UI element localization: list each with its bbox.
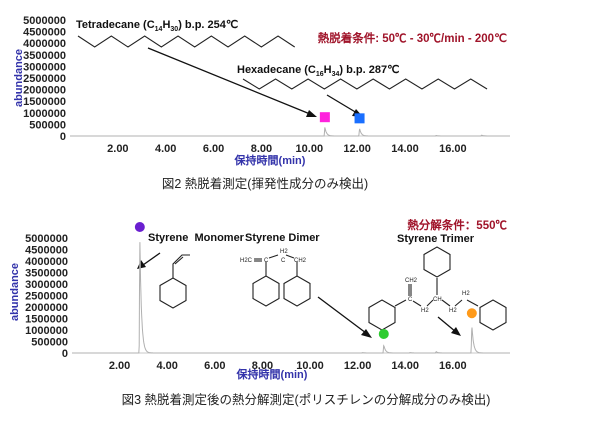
- arrow-to-tetradecane-peak: [147, 47, 317, 117]
- arrow-to-trimer-peak: [437, 316, 461, 336]
- y-axis-label: abundance: [13, 49, 25, 107]
- tetradecane-structure: [77, 35, 296, 48]
- chem-ch2: CH2: [294, 258, 307, 264]
- x-tick-label: 16.00: [439, 143, 467, 155]
- chem-ch: CH: [433, 297, 442, 303]
- y-tick-label: 3000000: [23, 61, 66, 73]
- hexadecane-label: Hexadecane (C16H34) b.p. 287℃: [237, 64, 399, 78]
- y-tick-label: 4000000: [23, 38, 66, 50]
- chem-h2: H2: [280, 249, 288, 255]
- y-tick-label: 500000: [31, 337, 68, 349]
- figure-caption: 図3 熱脱着測定後の熱分解測定(ポリスチレンの分解成分のみ検出): [122, 392, 491, 407]
- y-tick-label: 3000000: [25, 279, 68, 291]
- peak-marker: [466, 308, 477, 319]
- condition-text: 熱脱着条件: 50℃ - 30℃/min - 200℃: [318, 31, 507, 45]
- y-tick-label: 3500000: [25, 268, 68, 280]
- x-tick-label: 8.00: [251, 143, 272, 155]
- arrow-to-dimer-peak: [317, 296, 372, 338]
- peak-marker: [378, 328, 389, 339]
- hexadecane-structure: [242, 78, 488, 90]
- y-tick-label: 500000: [29, 119, 66, 131]
- y-tick-label: 2000000: [25, 302, 68, 314]
- dimer-label: Styrene Dimer: [245, 232, 320, 244]
- x-tick-label: 4.00: [155, 143, 176, 155]
- condition-text: 熱分解条件：550℃: [407, 218, 507, 232]
- x-tick-label: 12.00: [343, 143, 371, 155]
- tetradecane-label: Tetradecane (C14H30) b.p. 254℃: [76, 19, 238, 33]
- chem-h2: H2: [421, 308, 429, 314]
- x-tick-label: 4.00: [156, 360, 177, 372]
- y-tick-label: 3500000: [23, 50, 66, 62]
- peak-marker: [134, 222, 145, 232]
- y-tick-label: 1000000: [25, 325, 68, 337]
- x-tick-label: 14.00: [391, 143, 419, 155]
- chem-h2: H2: [449, 308, 457, 314]
- chem-c: C: [264, 258, 269, 264]
- x-tick-label: 8.00: [252, 360, 273, 372]
- chromatogram-trace: [70, 127, 510, 137]
- chem-h2: H2: [462, 291, 470, 297]
- x-tick-label: 2.00: [107, 143, 128, 155]
- chart-pyrolysis: abundance 保持時間(min) 図3 熱脱着測定後の熱分解測定(ポリスチ…: [9, 218, 510, 407]
- x-tick-label: 10.00: [296, 143, 324, 155]
- y-tick-label: 5000000: [25, 233, 68, 245]
- chem-h2c: H2C: [240, 258, 253, 264]
- trimer-label: Styrene Trimer: [397, 233, 475, 245]
- y-tick-label: 4000000: [25, 256, 68, 268]
- styrene-dimer-structure: H2C C H2 C CH2: [240, 249, 311, 307]
- chem-c: C: [408, 297, 413, 303]
- figure-caption: 図2 熱脱着測定(揮発性成分のみ検出): [162, 176, 368, 191]
- y-tick-label: 2500000: [23, 73, 66, 85]
- monomer-label: Styrene Monomer: [148, 232, 245, 244]
- x-axis-label: 保持時間(min): [236, 367, 308, 381]
- y-tick-label: 1500000: [25, 314, 68, 326]
- peak-marker: [354, 113, 365, 124]
- y-tick-label: 0: [60, 131, 66, 143]
- chem-c2: C: [281, 258, 286, 264]
- x-tick-label: 6.00: [203, 143, 224, 155]
- styrene-monomer-structure: [159, 254, 190, 309]
- y-tick-label: 0: [62, 348, 68, 360]
- chart-thermal-desorption: abundance 保持時間(min) 図2 熱脱着測定(揮発性成分のみ検出) …: [13, 15, 510, 191]
- chem-ch2: CH2: [405, 278, 418, 284]
- y-tick-label: 5000000: [23, 15, 66, 27]
- y-tick-label: 4500000: [23, 27, 66, 39]
- y-tick-label: 4500000: [25, 245, 68, 257]
- styrene-trimer-structure: CH2 C H2 CH H2 H2: [368, 246, 507, 331]
- y-tick-label: 2500000: [25, 291, 68, 303]
- x-tick-label: 2.00: [109, 360, 130, 372]
- x-tick-label: 6.00: [204, 360, 225, 372]
- peak-marker: [319, 112, 330, 123]
- x-tick-label: 12.00: [344, 360, 372, 372]
- y-tick-label: 1000000: [23, 108, 66, 120]
- chromatogram-trace: [72, 242, 510, 354]
- x-tick-label: 10.00: [296, 360, 324, 372]
- y-tick-label: 2000000: [23, 85, 66, 97]
- x-tick-label: 16.00: [439, 360, 467, 372]
- x-axis-label: 保持時間(min): [234, 153, 306, 167]
- y-tick-label: 1500000: [23, 96, 66, 108]
- x-tick-label: 14.00: [391, 360, 419, 372]
- y-axis-label: abundance: [9, 263, 21, 321]
